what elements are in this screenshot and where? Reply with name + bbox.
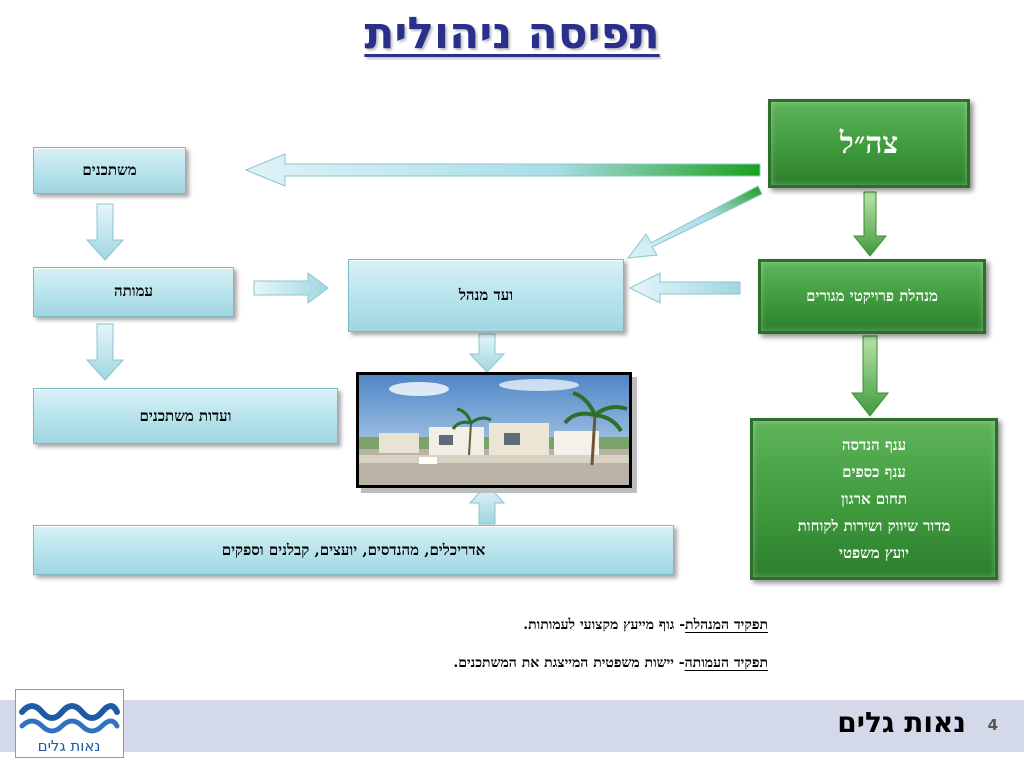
department-item: מדור שיווק ושירות לקוחות bbox=[797, 516, 951, 535]
housing-photo bbox=[356, 372, 632, 488]
arrow-minhelet-to-departments bbox=[850, 335, 890, 417]
vaad-menahel-label: ועד מנהל bbox=[458, 286, 514, 304]
note-minhelet: תפקיד המנהלת- גוף מייעץ מקצועי לעמותות. bbox=[523, 617, 768, 634]
mishtaknim-box: משתכנים bbox=[33, 147, 186, 194]
footer-bar bbox=[0, 700, 1024, 752]
mishtaknim-label: משתכנים bbox=[82, 161, 137, 179]
suppliers-label: אדריכלים, מהנדסים, יועצים, קבלנים וספקים bbox=[221, 540, 486, 559]
vaadot-label: ועדות משתכנים bbox=[139, 406, 232, 425]
note-amuta: תפקיד העמותה- יישות משפטית המייצגת את המ… bbox=[453, 655, 768, 672]
department-item: ענף כספים bbox=[842, 462, 906, 481]
department-item: ענף הנדסה bbox=[841, 435, 907, 454]
page-title: תפיסה ניהולית bbox=[364, 8, 660, 59]
housing-illustration bbox=[359, 375, 629, 485]
arrow-amuta-to-vaadot bbox=[85, 323, 125, 381]
departments-box: ענף הנדסה ענף כספים תחום ארגון מדור שיוו… bbox=[750, 418, 998, 580]
minhelet-label: מנהלת פרויקטי מגורים bbox=[806, 287, 938, 305]
arrow-mishtaknim-to-amuta bbox=[85, 203, 125, 261]
note-amuta-text: - יישות משפטית המייצגת את המשתכנים. bbox=[453, 655, 685, 671]
note-minhelet-text: - גוף מייעץ מקצועי לעמותות. bbox=[523, 617, 686, 633]
vaadot-box: ועדות משתכנים bbox=[33, 388, 338, 444]
arrow-tzahal-to-minhelet bbox=[852, 191, 888, 257]
logo-waves-icon: נאות גלים bbox=[19, 703, 120, 755]
note-amuta-label: תפקיד העמותה bbox=[684, 655, 768, 671]
minhelet-box: מנהלת פרויקטי מגורים bbox=[758, 259, 986, 334]
footer-brand: נאות גלים bbox=[837, 706, 966, 739]
logo-text: נאות גלים bbox=[38, 737, 101, 755]
arrow-minhelet-to-vaad bbox=[628, 272, 741, 304]
suppliers-box: אדריכלים, מהנדסים, יועצים, קבלנים וספקים bbox=[33, 525, 674, 575]
amuta-label: עמותה bbox=[114, 282, 153, 300]
tzahal-box: צה״ל bbox=[768, 99, 970, 188]
arrow-tzahal-to-vaad bbox=[626, 185, 763, 259]
arrow-suppliers-to-photo bbox=[468, 483, 506, 525]
department-item: תחום ארגון bbox=[840, 489, 908, 508]
brand-logo: נאות גלים bbox=[15, 689, 124, 758]
amuta-box: עמותה bbox=[33, 267, 234, 317]
page-number: 4 bbox=[987, 716, 998, 734]
vaad-menahel-box: ועד מנהל bbox=[348, 259, 624, 332]
department-item: יועץ משפטי bbox=[839, 543, 909, 562]
arrow-amuta-to-vaad bbox=[253, 272, 329, 304]
note-minhelet-label: תפקיד המנהלת bbox=[685, 617, 768, 633]
arrow-tzahal-to-mishtaknim bbox=[244, 153, 761, 187]
arrow-vaad-to-photo bbox=[468, 333, 506, 373]
tzahal-label: צה״ל bbox=[839, 126, 899, 161]
